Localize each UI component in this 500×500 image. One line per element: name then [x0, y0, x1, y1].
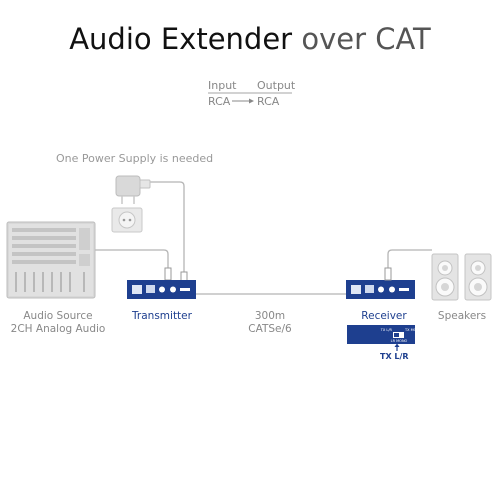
- power-cable: [150, 181, 185, 272]
- cable-distance: 300m: [254, 310, 286, 322]
- page-title: Audio Extender over CAT: [0, 22, 500, 56]
- source-caption-line1: Audio Source: [23, 310, 93, 322]
- cable-type: CATSe/6: [248, 323, 292, 335]
- transmitter-device: [127, 280, 196, 299]
- cable-caption: 300m CATSe/6: [230, 310, 310, 336]
- transmitter-label: Transmitter: [132, 310, 192, 322]
- output-value: RCA: [257, 95, 280, 108]
- output-label: Output: [257, 79, 296, 92]
- switch-bottom-text: LR MONO: [391, 339, 408, 343]
- audio-cable-input: [94, 249, 169, 272]
- arrow-right-icon: [232, 98, 254, 104]
- source-caption: Audio Source 2CH Analog Audio: [4, 310, 112, 336]
- rca-plug-input: [164, 267, 172, 281]
- switch-right-text: TX MONO: [404, 328, 422, 332]
- wall-socket-icon: [111, 207, 143, 233]
- switch-left-text: TX L/R: [380, 328, 393, 332]
- mixing-console-icon: [6, 221, 96, 299]
- title-main: Audio Extender: [69, 22, 293, 56]
- speakers-label: Speakers: [437, 310, 487, 322]
- input-label: Input: [208, 79, 237, 92]
- rca-plug-output: [384, 267, 392, 281]
- tx-lr-label: TX L/R: [380, 352, 409, 361]
- receiver-label: Receiver: [361, 310, 407, 322]
- arrow-up-icon: [394, 343, 400, 351]
- title-suffix: over CAT: [301, 22, 431, 56]
- receiver-device: [346, 280, 415, 299]
- speaker-icon: [431, 253, 459, 301]
- power-note: One Power Supply is needed: [56, 152, 214, 165]
- speaker-icon: [464, 253, 492, 301]
- audio-cable-output: [387, 249, 432, 272]
- source-caption-line2: 2CH Analog Audio: [10, 323, 106, 335]
- tx-lr-switch-panel: [347, 325, 415, 344]
- power-adapter-icon: [115, 175, 151, 204]
- input-value: RCA: [208, 95, 231, 108]
